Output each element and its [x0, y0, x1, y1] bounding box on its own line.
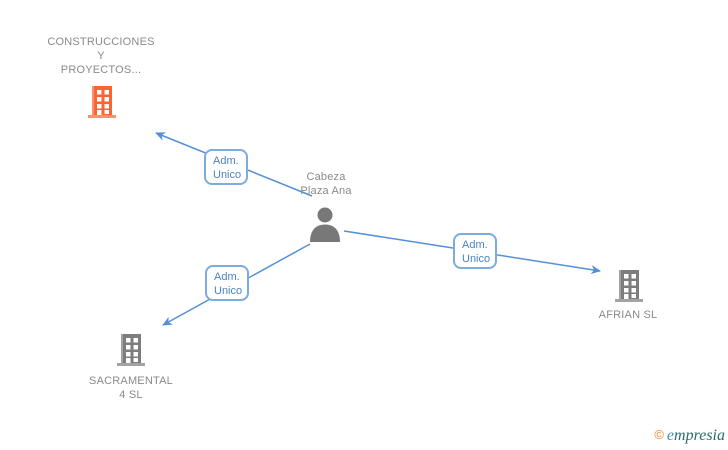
adm-label-line2: Unico	[213, 169, 242, 181]
person-icon[interactable]	[307, 206, 343, 242]
brand-name-rest: mpresia	[674, 427, 725, 444]
edge-label-adm-unico-construcciones[interactable]: Adm. Unico	[204, 149, 248, 185]
node-label-person[interactable]: Cabeza Plaza Ana	[300, 170, 351, 198]
adm-label-line2: Unico	[214, 285, 243, 297]
sacramental-line1: SACRAMENTAL	[89, 375, 173, 387]
node-label-sacramental[interactable]: SACRAMENTAL 4 SL	[89, 374, 173, 402]
adm-label-line1: Adm.	[213, 155, 239, 167]
building-icon-construcciones[interactable]	[85, 84, 119, 120]
sacramental-line2: 4 SL	[119, 389, 143, 401]
adm-label-line1: Adm.	[462, 239, 488, 251]
edge-label-adm-unico-sacramental[interactable]: Adm. Unico	[205, 265, 249, 301]
adm-label-line2: Unico	[462, 253, 491, 265]
copyright-icon: ©	[654, 427, 664, 442]
person-name-line1: Cabeza	[306, 171, 346, 183]
empresia-logo[interactable]: ©empresia	[654, 427, 725, 445]
building-icon-sacramental[interactable]	[114, 332, 148, 368]
adm-label-line1: Adm.	[214, 271, 240, 283]
node-label-afrian[interactable]: AFRIAN SL	[599, 308, 658, 322]
afrian-label: AFRIAN SL	[598, 309, 658, 321]
edge-label-adm-unico-afrian[interactable]: Adm. Unico	[453, 233, 497, 269]
brand-letter-e: e	[666, 427, 675, 444]
node-label-construcciones[interactable]: CONSTRUCCIONES Y PROYECTOS...	[47, 35, 154, 77]
construcciones-line2: Y	[97, 50, 105, 62]
construcciones-line3: PROYECTOS...	[60, 64, 142, 76]
person-name-line2: Plaza Ana	[300, 185, 352, 197]
construcciones-line1: CONSTRUCCIONES	[47, 36, 155, 48]
building-icon-afrian[interactable]	[612, 268, 646, 304]
